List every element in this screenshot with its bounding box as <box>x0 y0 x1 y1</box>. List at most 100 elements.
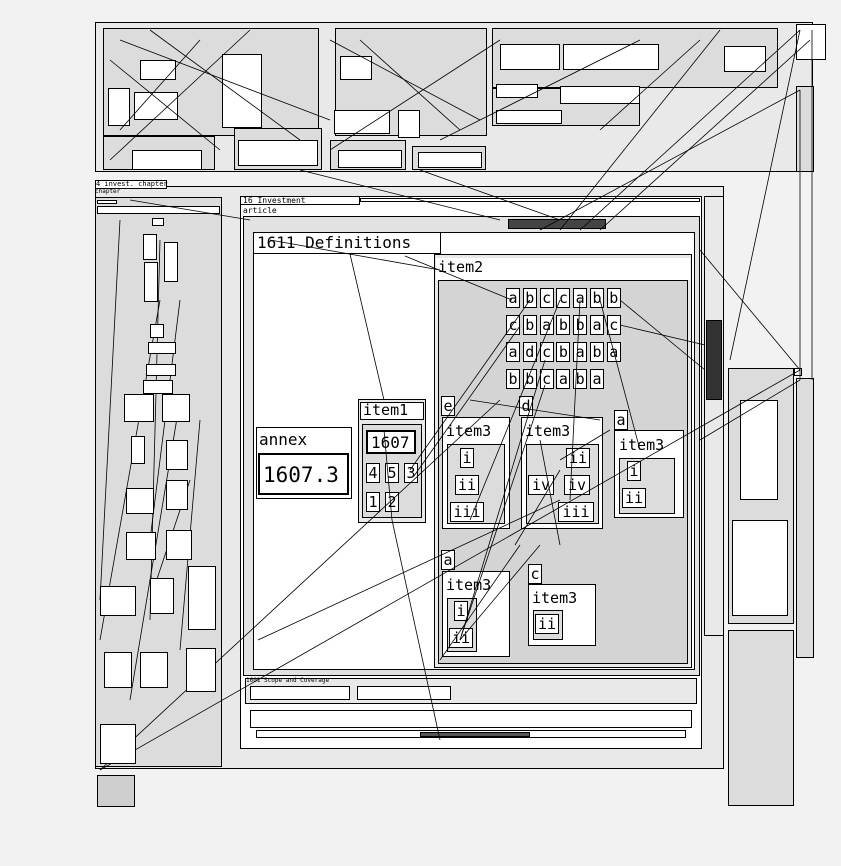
section-top-bar <box>360 198 700 202</box>
top-mini-f <box>134 92 178 120</box>
grid-cell-r2-c5: b <box>590 342 604 362</box>
left-mini-node-14 <box>126 532 156 560</box>
right-column-a <box>704 196 724 636</box>
left-mini-node-2 <box>144 262 158 302</box>
right-node-2 <box>732 520 788 616</box>
annex-title: annex <box>259 432 339 452</box>
grid-cell-r3-c2: c <box>539 369 554 389</box>
tag-a-left: a <box>441 550 455 570</box>
left-mini-node-15 <box>166 530 192 560</box>
n4-i: i <box>454 601 468 621</box>
item1-cell-1: 1 <box>366 492 380 512</box>
right-column-a-dark <box>706 320 722 400</box>
n3-i: i <box>627 461 641 481</box>
right-node-3 <box>740 400 778 500</box>
n5-ii: ii <box>535 614 559 634</box>
grid-cell-r0-c3: c <box>556 288 571 308</box>
grid-cell-r0-c0: a <box>506 288 520 308</box>
item1-ref: 1607 <box>366 430 416 454</box>
item1-cell-4: 4 <box>366 463 380 483</box>
top-mini-n <box>132 150 202 170</box>
left-mini-node-10 <box>131 436 145 464</box>
top-mini-b <box>563 44 659 70</box>
grid-cell-r0-c5: b <box>590 288 604 308</box>
n2-ii: ii <box>566 448 590 468</box>
right-column-d <box>728 630 794 806</box>
left-mini-node-3 <box>164 242 178 282</box>
lower-bar-5 <box>420 732 530 737</box>
top-mini-q <box>418 152 482 168</box>
item3-node-2-title: item3 <box>525 424 585 442</box>
top-mini-a <box>500 44 560 70</box>
grid-cell-r1-c2: a <box>539 315 554 335</box>
item3-node-5-title: item3 <box>532 591 592 609</box>
top-mini-e <box>140 60 176 80</box>
grid-cell-r3-c0: b <box>506 369 520 389</box>
grid-cell-r0-c1: b <box>522 288 537 308</box>
left-mini-node-1 <box>143 234 157 260</box>
item3-node-1-title: item3 <box>446 424 506 442</box>
left-mini-node-5 <box>148 342 176 354</box>
left-mini-node-7 <box>143 380 173 394</box>
grid-cell-r0-c4: a <box>573 288 588 308</box>
grid-cell-r1-c3: b <box>556 315 571 335</box>
grid-cell-r1-c5: a <box>590 315 604 335</box>
definitions-title: 1611 Definitions <box>253 232 441 254</box>
n2-iv-a: iv <box>528 475 554 495</box>
top-mini-p <box>338 150 402 168</box>
top-mini-h <box>340 56 372 80</box>
grid-cell-r3-c4: b <box>573 369 588 389</box>
tag-c: c <box>528 564 542 584</box>
grid-cell-r3-c5: a <box>590 369 604 389</box>
top-mini-k <box>496 110 562 124</box>
left-mini-node-9 <box>162 394 190 422</box>
tag-d: d <box>519 396 533 416</box>
tag-e: e <box>441 396 455 416</box>
left-mini-node-6 <box>146 364 176 376</box>
left-mini-node-18 <box>188 566 216 630</box>
grid-cell-r3-c1: b <box>522 369 537 389</box>
left-mini-node-11 <box>166 440 188 470</box>
right-node-1 <box>794 368 802 376</box>
item1-title: item1 <box>360 402 424 420</box>
lower-bar-2 <box>357 686 451 700</box>
top-mini-g <box>222 54 262 128</box>
left-mini-node-0 <box>152 218 164 226</box>
top-mini-o <box>238 140 318 166</box>
item1-cell-3: 3 <box>404 463 418 483</box>
grid-cell-r2-c2: c <box>539 342 554 362</box>
grid-cell-r2-c1: d <box>522 342 537 362</box>
lower-bar-3 <box>250 710 692 728</box>
top-mini-l <box>496 84 538 98</box>
top-mini-j <box>334 110 390 134</box>
item3-node-4-title: item3 <box>446 578 506 596</box>
grid-cell-r3-c3: a <box>556 369 571 389</box>
left-mini-node-4 <box>150 324 164 338</box>
n2-iii: iii <box>558 502 594 522</box>
left-column-bottom-node <box>97 775 135 807</box>
left-mini-node-8 <box>124 394 154 422</box>
left-mini-node-12 <box>126 488 154 514</box>
left-mini-node-16 <box>100 586 136 616</box>
tag-a-right: a <box>614 410 628 430</box>
chapter-header-label: 4 invest. chapter <box>95 180 168 189</box>
right-column-c <box>796 378 814 658</box>
top-mini-i <box>398 110 420 138</box>
n4-ii: ii <box>449 628 473 648</box>
left-mini-node-21 <box>186 648 216 692</box>
left-column-strip <box>97 200 117 204</box>
item1-cell-5: 5 <box>385 463 399 483</box>
section-title: 16 Investment <box>240 196 360 205</box>
left-mini-node-19 <box>104 652 132 688</box>
lower-section-title: 1601 Scope and Coverage <box>246 677 330 684</box>
n1-i: i <box>460 448 474 468</box>
n2-iv-b: iv <box>564 475 590 495</box>
grid-cell-r0-c6: b <box>606 288 621 308</box>
grid-cell-r0-c2: c <box>539 288 554 308</box>
item1-cell-2: 2 <box>385 492 399 512</box>
lower-bar-1 <box>250 686 350 700</box>
section-subtitle: article <box>243 207 303 216</box>
top-mini-m <box>560 86 640 104</box>
chapter-label: chapter <box>95 188 121 195</box>
n1-ii: ii <box>455 475 479 495</box>
